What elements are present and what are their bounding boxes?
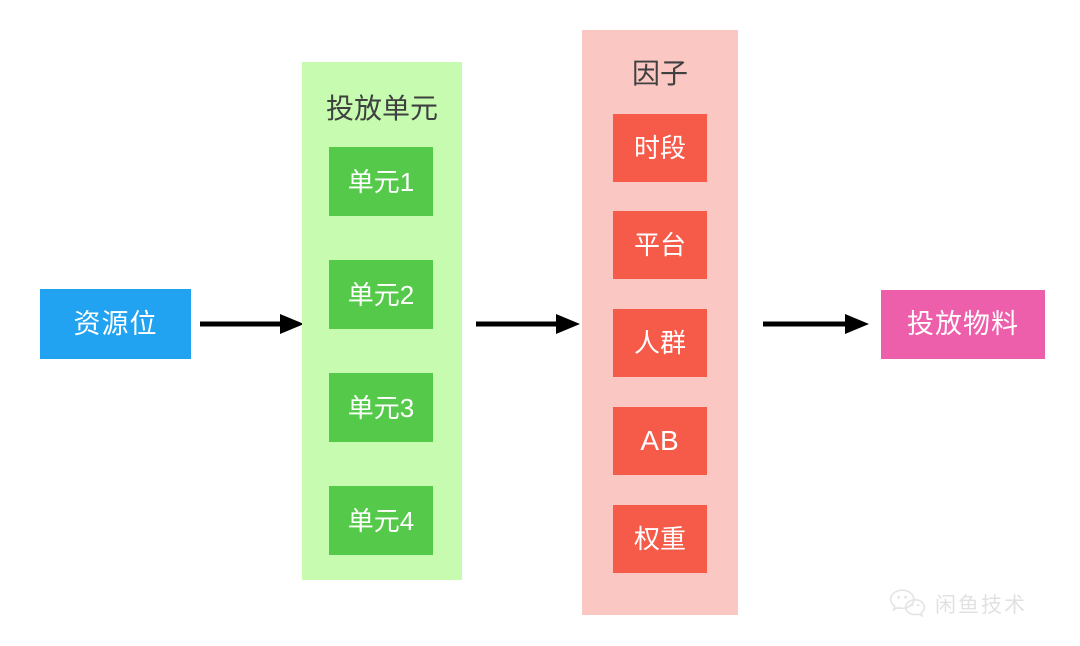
arrow-factors-to-target <box>763 311 869 337</box>
chip-factor-time-slot: 时段 <box>613 114 707 182</box>
chip-factor-weight: 权重 <box>613 505 707 573</box>
chip-unit-1: 单元1 <box>329 147 433 216</box>
chip-unit-4: 单元4 <box>329 486 433 555</box>
chip-unit-2: 单元2 <box>329 260 433 329</box>
arrow-source-to-units <box>200 311 304 337</box>
arrow-units-to-factors <box>476 311 580 337</box>
chip-factor-platform: 平台 <box>613 211 707 279</box>
chip-factor-audience: 人群 <box>613 309 707 377</box>
group-title-factors: 因子 <box>631 58 688 89</box>
node-delivery-material: 投放物料 <box>881 290 1045 359</box>
watermark-text: 闲鱼技术 <box>935 593 1027 617</box>
group-delivery-units: 投放单元 单元1 单元2 单元3 单元4 <box>302 62 462 580</box>
watermark: 闲鱼技术 <box>888 588 1027 623</box>
group-title-delivery-units: 投放单元 <box>325 93 438 124</box>
chip-unit-3: 单元3 <box>329 373 433 442</box>
node-resource-slot: 资源位 <box>40 289 191 359</box>
wechat-icon <box>888 588 926 623</box>
group-factors: 因子 时段 平台 人群 AB 权重 <box>582 30 738 615</box>
chip-factor-ab: AB <box>613 407 707 475</box>
